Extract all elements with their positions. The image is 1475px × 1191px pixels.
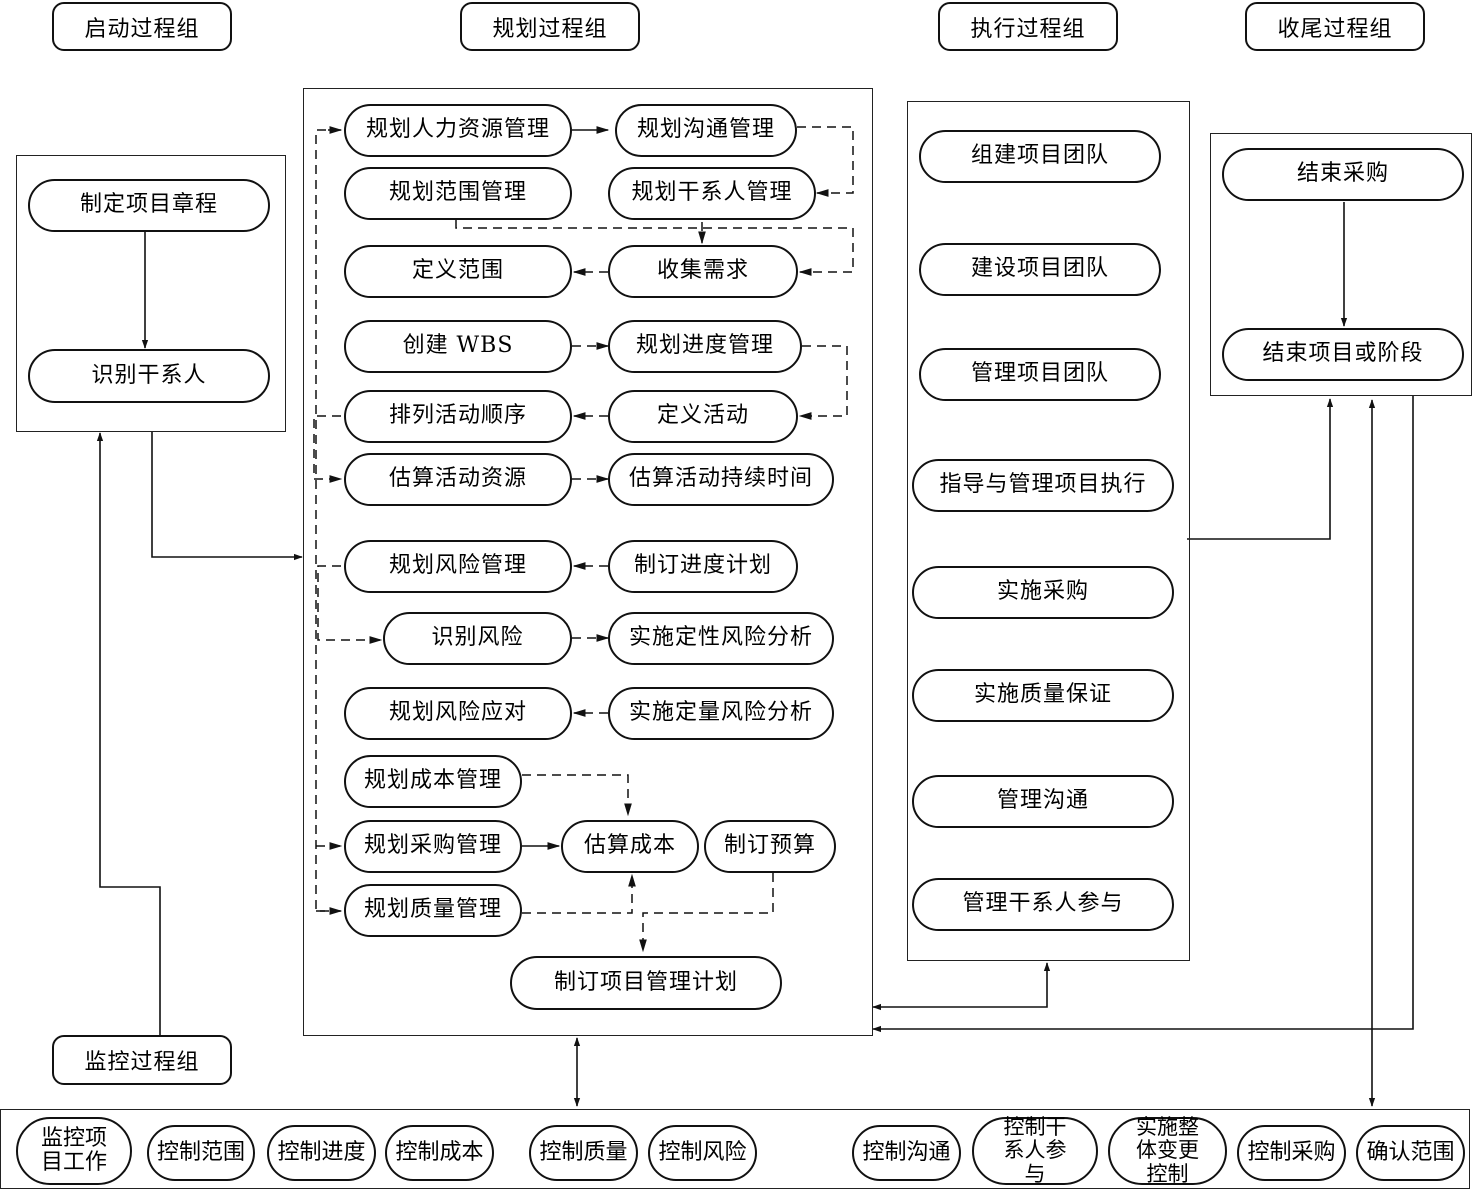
header-executing: 执行过程组 <box>938 2 1118 51</box>
node-create-wbs: 创建 WBS <box>344 320 572 373</box>
node-control-quality: 控制质量 <box>529 1125 638 1181</box>
node-est-cost: 估算成本 <box>561 820 699 873</box>
node-integrated-change: 实施整体变更控制 <box>1108 1116 1227 1185</box>
node-qual-risk: 实施定性风险分析 <box>608 612 834 665</box>
node-control-cost: 控制成本 <box>385 1125 494 1181</box>
node-close-project: 结束项目或阶段 <box>1222 328 1464 381</box>
node-define-act: 定义活动 <box>608 390 798 443</box>
node-develop-team: 建设项目团队 <box>919 243 1161 296</box>
dash-plan-cost-to-est-cost <box>522 774 632 817</box>
node-identify-risks: 识别风险 <box>383 612 572 665</box>
node-plan-schedule: 规划进度管理 <box>608 320 802 373</box>
node-control-stakeholder: 控制干系人参与 <box>972 1116 1098 1185</box>
node-acquire-team: 组建项目团队 <box>919 130 1161 183</box>
node-manage-comm: 管理沟通 <box>912 775 1174 828</box>
node-develop-charter: 制定项目章程 <box>28 179 270 232</box>
node-determine-budget: 制订预算 <box>704 820 836 873</box>
node-control-schedule: 控制进度 <box>267 1125 376 1181</box>
node-monitor-work: 监控项目工作 <box>16 1117 132 1185</box>
node-close-procure: 结束采购 <box>1222 148 1464 201</box>
header-closing: 收尾过程组 <box>1245 2 1425 51</box>
executing-frame <box>907 101 1190 961</box>
node-develop-schedule: 制订进度计划 <box>608 540 798 593</box>
node-collect-req: 收集需求 <box>608 245 798 298</box>
node-est-resources: 估算活动资源 <box>344 453 572 506</box>
node-control-scope: 控制范围 <box>147 1125 255 1181</box>
arrow-monitoring-to-initiating <box>96 432 161 1035</box>
node-plan-hr: 规划人力资源管理 <box>344 104 572 157</box>
node-manage-team: 管理项目团队 <box>919 348 1161 401</box>
arrow-executing-to-closing <box>1187 398 1334 540</box>
node-sequence-act: 排列活动顺序 <box>344 390 572 443</box>
header-monitoring: 监控过程组 <box>52 1035 232 1085</box>
arrow-planning-executing <box>872 962 1051 1011</box>
node-plan-stakeholder: 规划干系人管理 <box>608 167 816 220</box>
node-identify-stakeholders: 识别干系人 <box>28 349 270 403</box>
closing-frame <box>1210 133 1472 396</box>
dash-schedule-to-define-act <box>798 345 848 420</box>
node-plan-comm: 规划沟通管理 <box>615 104 797 157</box>
node-validate-scope: 确认范围 <box>1356 1125 1465 1181</box>
node-control-procure: 控制采购 <box>1237 1125 1346 1181</box>
node-plan-cost: 规划成本管理 <box>344 755 522 808</box>
header-planning: 规划过程组 <box>460 2 640 51</box>
node-control-risks: 控制风险 <box>648 1125 757 1181</box>
node-quant-risk: 实施定量风险分析 <box>608 687 834 740</box>
monitoring-frame <box>0 1109 1470 1189</box>
dash-plan-risk-to-identify <box>317 565 383 644</box>
planning-frame <box>303 88 873 1036</box>
node-plan-scope: 规划范围管理 <box>344 167 572 220</box>
node-conduct-procure: 实施采购 <box>912 566 1174 619</box>
node-develop-pmp: 制订项目管理计划 <box>510 956 782 1010</box>
node-plan-quality: 规划质量管理 <box>344 884 522 937</box>
dash-comm-to-stakeholder <box>797 126 854 197</box>
header-initiating: 启动过程组 <box>52 2 232 51</box>
node-define-scope: 定义范围 <box>344 245 572 298</box>
node-quality-assurance: 实施质量保证 <box>912 669 1174 722</box>
dash-quality-to-est-cost <box>522 873 636 914</box>
dash-trunk-left <box>315 129 341 912</box>
node-plan-risk: 规划风险管理 <box>344 540 572 593</box>
dash-budget-to-pmp <box>639 873 774 953</box>
initiating-frame <box>16 155 286 432</box>
arrow-closing-to-planning <box>872 396 1414 1033</box>
node-manage-stakeholder: 管理干系人参与 <box>912 878 1174 931</box>
node-control-comm: 控制沟通 <box>852 1125 961 1181</box>
node-plan-response: 规划风险应对 <box>344 687 572 740</box>
dash-scope-to-collect <box>455 220 854 276</box>
node-est-durations: 估算活动持续时间 <box>608 453 834 506</box>
node-plan-procure: 规划采购管理 <box>344 820 522 873</box>
arrow-initiating-to-planning <box>151 432 303 561</box>
node-direct-work: 指导与管理项目执行 <box>912 459 1174 512</box>
